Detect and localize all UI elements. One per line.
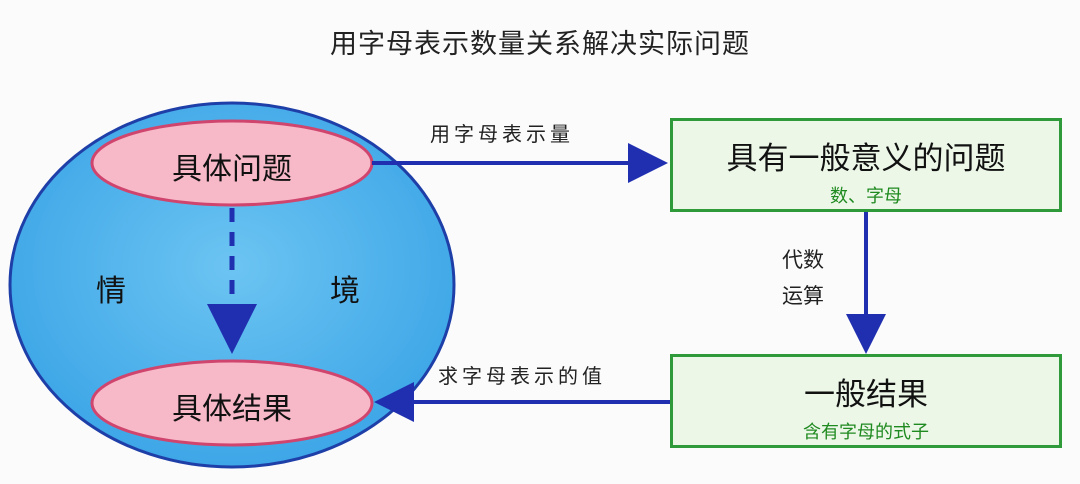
concrete-result-label: 具体结果 xyxy=(172,392,292,427)
context-char-left: 情 xyxy=(96,274,126,309)
right-arrow-label-2: 运算 xyxy=(782,284,824,308)
bottom-arrow-label: 求字母表示的值 xyxy=(438,364,606,388)
general-result-box: 一般结果 含有字母的式子 xyxy=(670,354,1062,448)
general-problem-box: 具有一般意义的问题 数、字母 xyxy=(670,118,1062,212)
general-result-title: 一般结果 xyxy=(804,377,928,413)
general-problem-title: 具有一般意义的问题 xyxy=(726,141,1006,177)
diagram-title: 用字母表示数量关系解决实际问题 xyxy=(330,29,750,60)
general-problem-subtitle: 数、字母 xyxy=(830,186,902,207)
concrete-result-ellipse xyxy=(90,359,374,447)
general-result-subtitle: 含有字母的式子 xyxy=(803,422,929,443)
top-arrow-label: 用字母表示量 xyxy=(430,122,574,146)
concrete-problem-label: 具体问题 xyxy=(172,152,292,187)
right-arrow-label-1: 代数 xyxy=(782,248,824,272)
context-char-right: 境 xyxy=(330,274,360,309)
